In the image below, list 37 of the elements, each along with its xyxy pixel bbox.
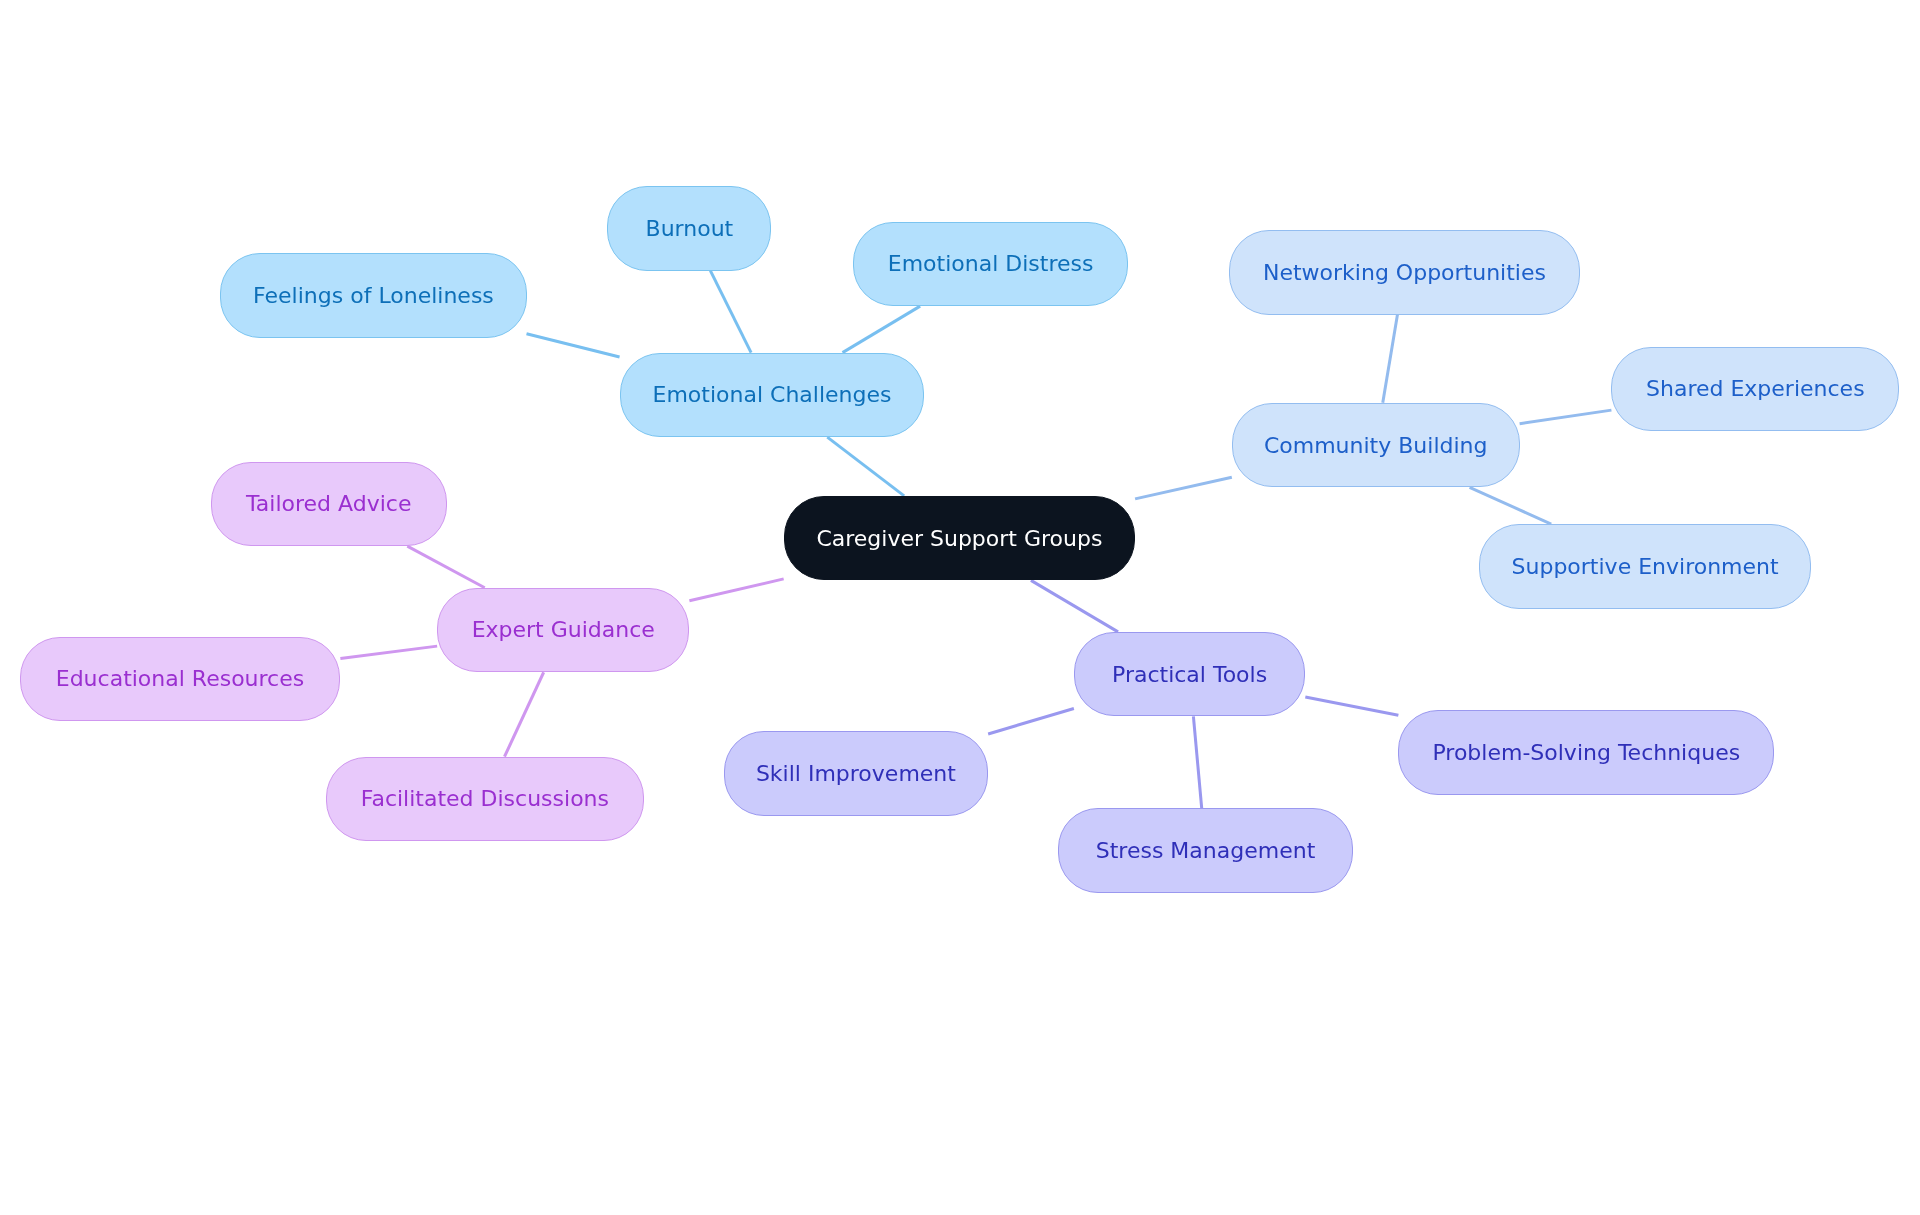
connector-line xyxy=(1468,486,1552,526)
connector-line xyxy=(1519,408,1612,426)
subtopic-node xyxy=(1611,346,1900,431)
connector-line xyxy=(1381,314,1399,404)
connector-line xyxy=(340,644,438,660)
node-label: Community Building xyxy=(1263,432,1488,458)
node-label: Networking Opportunities xyxy=(1263,259,1546,285)
node-label: Tailored Advice xyxy=(246,491,412,517)
node-label: Facilitated Discussions xyxy=(360,786,609,812)
node-label: Emotional Challenges xyxy=(652,382,892,408)
connector-line xyxy=(841,304,921,354)
connector-line xyxy=(987,707,1075,736)
node-label: Burnout xyxy=(645,215,734,241)
subtopic-node xyxy=(1398,710,1775,795)
node-label: Skill Improvement xyxy=(755,760,956,786)
connector-line xyxy=(406,544,486,590)
connector-line xyxy=(1134,475,1233,501)
node-label: Expert Guidance xyxy=(471,617,655,643)
connector-line xyxy=(503,671,546,758)
node-label: Problem-Solving Techniques xyxy=(1432,739,1741,765)
connector-line xyxy=(1305,695,1399,717)
connector-line xyxy=(1030,579,1119,634)
connector-line xyxy=(1191,716,1204,809)
node-label: Educational Resources xyxy=(55,666,305,692)
node-label: Shared Experiences xyxy=(1646,376,1865,402)
node-label: Caregiver Support Groups xyxy=(816,525,1103,551)
connector-line xyxy=(689,577,784,603)
connector-line xyxy=(526,332,620,359)
node-label: Practical Tools xyxy=(1112,661,1268,687)
node-label: Stress Management xyxy=(1095,837,1316,863)
node-label: Supportive Environment xyxy=(1511,553,1779,579)
connector-line xyxy=(709,269,753,354)
node-label: Emotional Distress xyxy=(887,251,1094,277)
node-label: Feelings of Loneliness xyxy=(253,283,494,309)
subtopic-node xyxy=(220,253,527,338)
connector-line xyxy=(826,435,906,498)
topic-node xyxy=(1231,402,1520,488)
